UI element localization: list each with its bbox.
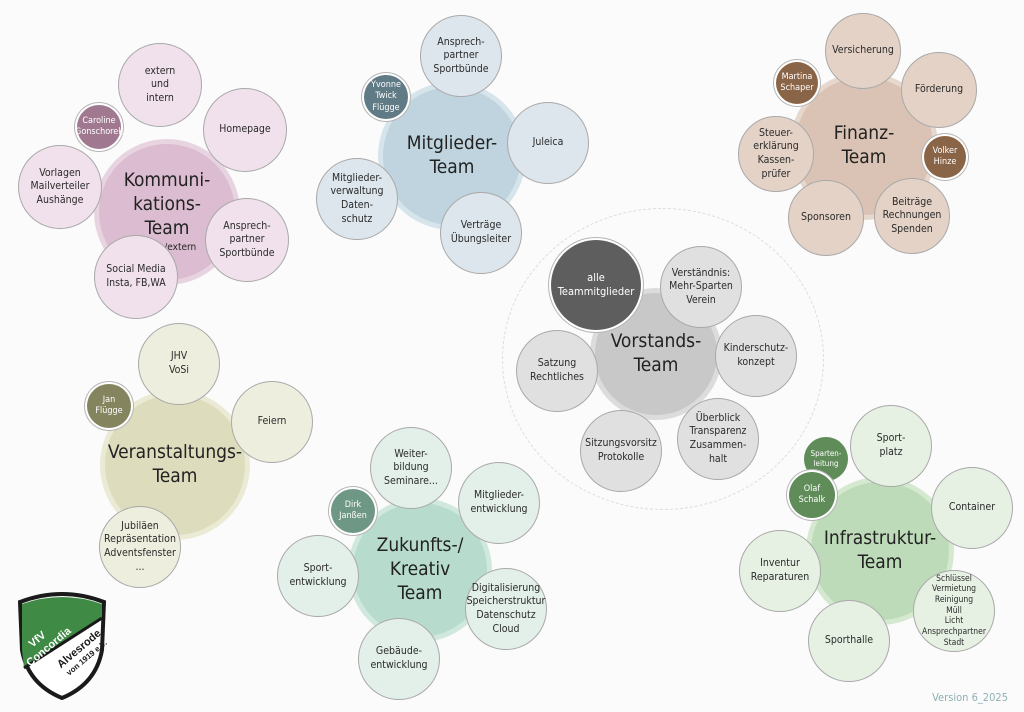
team-lead-badge: Olaf Schalk: [789, 472, 835, 518]
topic-node[interactable]: Verträge Übungsleiter: [440, 192, 522, 274]
team-title: Veranstaltungs- Team: [107, 441, 243, 487]
topic-node[interactable]: Mitglieder- entwicklung: [458, 462, 540, 544]
team-title: Finanz- Team: [833, 122, 895, 168]
topic-node[interactable]: Sport- entwicklung: [277, 535, 359, 617]
topic-node[interactable]: Steuer- erklärung Kassen- prüfer: [738, 116, 814, 192]
topic-node[interactable]: Sitzungsvorsitz Protokolle: [580, 410, 662, 492]
topic-node[interactable]: Förderung: [901, 52, 977, 128]
team-title: Kommuni- kations- Team: [123, 169, 211, 239]
topic-node[interactable]: Sporthalle: [808, 600, 890, 682]
club-logo-shield-icon: VfV Concordia Alvesrode von 1919 e.V.: [17, 592, 108, 700]
topic-node[interactable]: Weiter- bildung Seminare...: [370, 427, 452, 509]
version-label: Version 6_2025: [932, 691, 1008, 704]
topic-node[interactable]: Juleica: [507, 102, 589, 184]
team-lead-badge: Martina Schaper: [776, 62, 818, 104]
topic-node[interactable]: extern und intern: [118, 43, 202, 127]
topic-node[interactable]: JHV VoSi: [138, 323, 220, 405]
topic-node[interactable]: Social Media Insta, FB,WA: [94, 235, 178, 319]
topic-node[interactable]: Versicherung: [825, 13, 901, 89]
team-title: Infrastruktur- Team: [823, 527, 937, 573]
team-lead-badge: Caroline Gonschorek: [75, 105, 123, 149]
topic-node[interactable]: Inventur Reparaturen: [739, 530, 821, 612]
topic-node[interactable]: Ansprech- partner Sportbünde: [420, 15, 502, 97]
topic-node[interactable]: Beiträge Rechnungen Spenden: [874, 178, 950, 254]
topic-node[interactable]: Gebäude- entwicklung: [358, 618, 440, 700]
topic-node[interactable]: Überblick Transparenz Zusammen- halt: [677, 398, 759, 480]
topic-node[interactable]: Vorlagen Mailverteiler Aushänge: [18, 145, 102, 229]
team-lead-badge: Yvonne Twick Flügge: [364, 75, 408, 119]
team-title: Mitglieder- Team: [406, 132, 498, 178]
topic-node[interactable]: Kinderschutz- konzept: [715, 315, 797, 397]
topic-node[interactable]: Mitglieder- verwaltung Daten- schutz: [316, 158, 398, 240]
topic-node[interactable]: Sponsoren: [788, 180, 864, 256]
team-lead-badge: alle Teammitglieder: [551, 240, 641, 330]
topic-node[interactable]: Container: [931, 467, 1013, 549]
topic-node[interactable]: Satzung Rechtliches: [516, 330, 598, 412]
team-lead-badge: Dirk Janßen: [331, 489, 375, 533]
team-title: Zukunfts-/ Kreativ Team: [376, 534, 464, 604]
topic-node[interactable]: Digitalisierung Speicherstruktur Datensc…: [465, 568, 547, 650]
topic-node[interactable]: Feiern: [231, 381, 313, 463]
team-lead-badge: Volker Hinze: [924, 136, 966, 178]
topic-node[interactable]: Homepage: [203, 88, 287, 172]
vorstand-outer-ring: [502, 208, 824, 510]
topic-node[interactable]: Sport- platz: [850, 405, 932, 487]
team-title: Vorstands- Team: [610, 330, 702, 376]
topic-node[interactable]: Ansprech- partner Sportbünde: [205, 198, 289, 282]
topic-node[interactable]: Jubiläen Repräsentation Adventsfenster .…: [99, 506, 181, 588]
team-lead-badge: Jan Flügge: [87, 384, 131, 428]
topic-node[interactable]: Verständnis: Mehr-Sparten Verein: [660, 246, 742, 328]
topic-node[interactable]: Schlüssel Vermietung Reinigung Müll Lich…: [913, 570, 995, 652]
